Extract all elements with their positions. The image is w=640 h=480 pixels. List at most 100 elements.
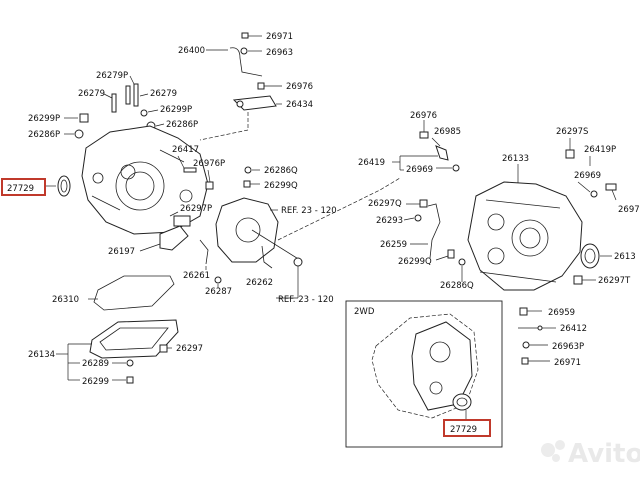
part-26963-top[interactable]: 26963 — [240, 47, 293, 58]
part-26279-a[interactable]: 26279 — [78, 89, 117, 113]
part-26293[interactable]: 26293 — [376, 214, 422, 226]
part-26299Q-b[interactable]: 26299Q — [398, 249, 455, 267]
svg-text:26419P: 26419P — [584, 145, 616, 155]
svg-text:26971: 26971 — [554, 358, 581, 368]
svg-text:26434: 26434 — [286, 100, 313, 110]
svg-text:2697: 2697 — [618, 205, 640, 215]
part-26287[interactable]: 26287 — [205, 276, 232, 297]
part-26261[interactable]: 26261 — [183, 239, 210, 281]
part-26297S[interactable]: 26297S — [556, 127, 588, 159]
part-26299Q-a[interactable]: 26299Q — [243, 180, 298, 191]
part-27729-right-oil-seal[interactable]: 27729 — [443, 393, 491, 437]
oil-pipe — [427, 203, 441, 259]
part-26959[interactable]: 26959 — [519, 307, 575, 318]
svg-text:26963: 26963 — [266, 48, 293, 58]
part-26133[interactable]: 26133 — [502, 154, 529, 184]
part-26289[interactable]: 26289 — [68, 359, 134, 369]
part-26299-a[interactable]: 26299 — [68, 376, 134, 387]
svg-text:26293: 26293 — [376, 216, 403, 226]
part-26434-shift-lever[interactable]: 26434 — [232, 95, 313, 111]
svg-text:26297: 26297 — [176, 344, 203, 354]
part-26297-a[interactable]: 26297 — [159, 344, 203, 354]
svg-text:26412: 26412 — [560, 324, 587, 334]
part-26259[interactable]: 26259 — [380, 240, 428, 250]
inset-2wd-label: 2WD — [354, 307, 375, 317]
part-26297Q[interactable]: 26297Q — [368, 199, 428, 209]
leader-dashed-center — [277, 177, 401, 241]
part-26286Q-a[interactable]: 26286Q — [244, 166, 298, 176]
part-27729-left-oil-seal[interactable]: 27729 — [1, 175, 71, 197]
svg-text:26289: 26289 — [82, 359, 109, 369]
svg-text:26971: 26971 — [266, 32, 293, 42]
part-26400[interactable]: 26400 — [178, 46, 263, 77]
transmission-case-right — [467, 181, 583, 291]
svg-text:26197: 26197 — [108, 247, 135, 257]
svg-text:26261: 26261 — [183, 271, 210, 281]
part-26279-b[interactable]: 26279 — [139, 89, 177, 99]
svg-text:26299P: 26299P — [28, 114, 60, 124]
part-26279P[interactable]: 26279P — [96, 71, 139, 107]
part-26297P[interactable]: 26297P — [169, 204, 212, 227]
extension-housing-gasket — [215, 197, 301, 263]
part-26985[interactable]: 26985 — [431, 127, 461, 161]
part-26286Q-b[interactable]: 26286Q — [440, 258, 474, 291]
svg-text:26286Q: 26286Q — [440, 281, 474, 291]
svg-text:26297Q: 26297Q — [368, 199, 402, 209]
part-26134-a[interactable]: 26134 — [28, 343, 92, 380]
svg-text:26417: 26417 — [172, 145, 199, 155]
part-2697-cut[interactable]: 2697 — [605, 183, 640, 215]
svg-text:26262: 26262 — [246, 278, 273, 288]
svg-text:26297T: 26297T — [598, 276, 631, 286]
part-26297T[interactable]: 26297T — [573, 275, 631, 286]
part-26136-right-seal[interactable]: 2613 — [580, 243, 636, 269]
part-26419P[interactable]: 26419P — [584, 145, 616, 166]
svg-text:26976: 26976 — [410, 111, 437, 121]
svg-text:26969: 26969 — [406, 165, 433, 175]
part-26971-bottom[interactable]: 26971 — [521, 357, 581, 368]
part-26310-pan-gasket[interactable]: 26310 — [52, 275, 175, 311]
svg-text:REF. 23 - 120: REF. 23 - 120 — [278, 295, 334, 305]
svg-text:26279P: 26279P — [96, 71, 128, 81]
part-26286P-a[interactable]: 26286P — [28, 129, 84, 140]
part-26419[interactable]: 26419 — [358, 155, 438, 170]
svg-text:26976P: 26976P — [193, 159, 225, 169]
svg-text:26279: 26279 — [150, 89, 177, 99]
svg-text:26286P: 26286P — [28, 130, 60, 140]
part-26969-a[interactable]: 26969 — [400, 164, 460, 175]
svg-text:26985: 26985 — [434, 127, 461, 137]
svg-text:26310: 26310 — [52, 295, 79, 305]
svg-text:26279: 26279 — [78, 89, 105, 99]
part-26976P[interactable]: 26976P — [193, 159, 225, 190]
part-26412[interactable]: 26412 — [518, 324, 587, 334]
part-26299P-a[interactable]: 26299P — [28, 113, 89, 124]
svg-text:REF. 23 - 120: REF. 23 - 120 — [281, 206, 337, 216]
svg-text:26299Q: 26299Q — [264, 181, 298, 191]
part-26262[interactable]: 26262 — [246, 245, 273, 288]
svg-text:26299Q: 26299Q — [398, 257, 432, 267]
svg-text:27729: 27729 — [7, 184, 34, 194]
svg-text:26976: 26976 — [286, 82, 313, 92]
svg-text:27729: 27729 — [450, 425, 477, 435]
svg-text:26286P: 26286P — [166, 120, 198, 130]
svg-text:26959: 26959 — [548, 308, 575, 318]
part-26969-b[interactable]: 26969 — [574, 171, 601, 198]
part-26197[interactable]: 26197 — [108, 225, 189, 257]
part-26976-right[interactable]: 26976 — [410, 111, 437, 139]
part-26971-top[interactable]: 26971 — [241, 32, 293, 42]
ref-23-120-a[interactable]: REF. 23 - 120 — [270, 206, 337, 216]
svg-text:26134: 26134 — [28, 350, 55, 360]
part-26299P-b[interactable]: 26299P — [140, 105, 192, 117]
svg-text:26299: 26299 — [82, 377, 109, 387]
ref-23-120-b[interactable]: REF. 23 - 120 — [276, 257, 334, 305]
svg-text:26969: 26969 — [574, 171, 601, 181]
svg-text:26287: 26287 — [205, 287, 232, 297]
part-26976-top[interactable]: 26976 — [257, 82, 313, 92]
svg-text:26400: 26400 — [178, 46, 205, 56]
part-26963P[interactable]: 26963P — [522, 341, 584, 352]
svg-text:26963P: 26963P — [552, 342, 584, 352]
avito-watermark: Avito — [541, 439, 640, 469]
part-26417[interactable]: 26417 — [172, 145, 199, 173]
svg-text:26299P: 26299P — [160, 105, 192, 115]
oil-pan — [89, 319, 179, 359]
